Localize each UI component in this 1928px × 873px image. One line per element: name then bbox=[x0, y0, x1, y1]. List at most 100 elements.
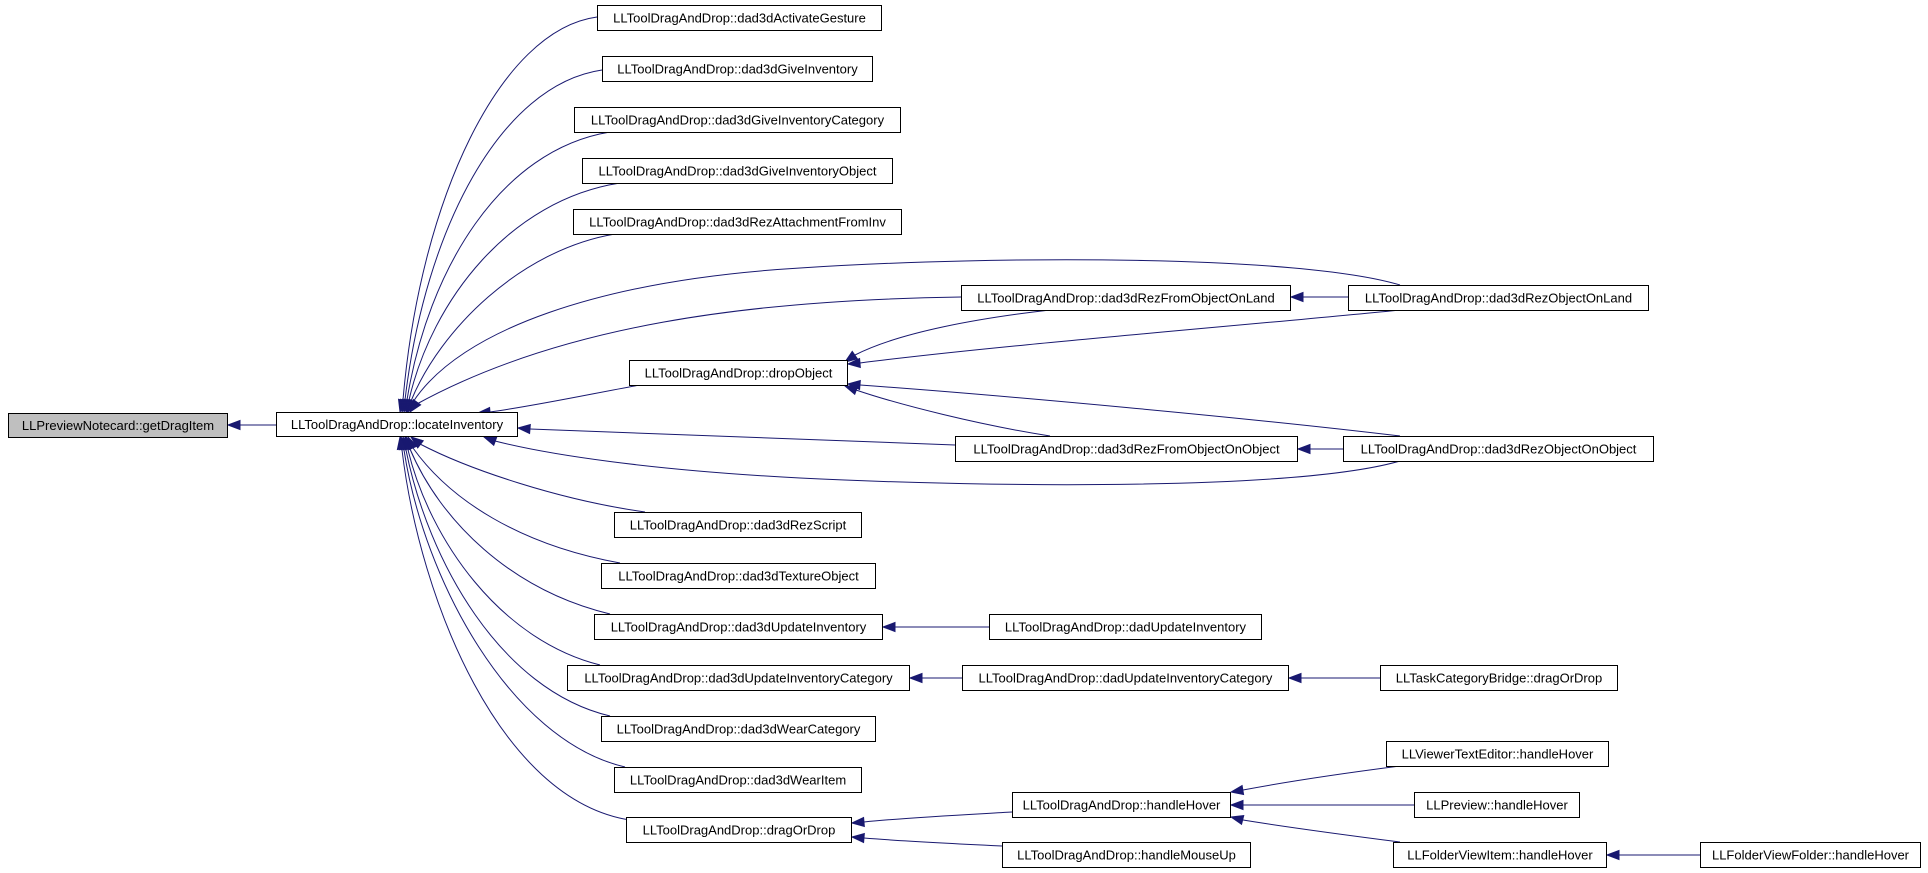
edge-dad3dRezFromObjectOnLand-to-dropObject bbox=[843, 309, 1051, 363]
node-box[interactable] bbox=[601, 563, 876, 589]
edge-handleMouseUp-to-dragOrDrop bbox=[850, 832, 1003, 847]
edges-layer bbox=[226, 16, 1700, 861]
node-dad3dRezObjectOnLand[interactable]: LLToolDragAndDrop::dad3dRezObjectOnLand bbox=[1348, 285, 1649, 311]
edge-line bbox=[855, 389, 1051, 437]
node-dad3dActivateGesture[interactable]: LLToolDragAndDrop::dad3dActivateGesture bbox=[597, 5, 882, 31]
edge-connector bbox=[414, 401, 418, 406]
node-label: LLFolderViewItem::handleHover bbox=[1407, 848, 1593, 863]
node-label: LLToolDragAndDrop::handleMouseUp bbox=[1017, 848, 1236, 863]
node-box[interactable] bbox=[1348, 285, 1649, 311]
node-dad3dRezAttachmentFromInv[interactable]: LLToolDragAndDrop::dad3dRezAttachmentFro… bbox=[573, 209, 902, 235]
node-handleHover[interactable]: LLToolDragAndDrop::handleHover bbox=[1012, 792, 1231, 818]
node-box[interactable] bbox=[573, 209, 902, 235]
node-box[interactable] bbox=[629, 360, 848, 386]
node-box[interactable] bbox=[614, 767, 862, 793]
node-folderViewFolderHover[interactable]: LLFolderViewFolder::handleHover bbox=[1700, 842, 1921, 868]
edge-dad3dRezObjectOnObject-to-dropObject bbox=[846, 379, 1401, 437]
node-label: LLToolDragAndDrop::dadUpdateInventoryCat… bbox=[979, 671, 1273, 686]
node-label: LLToolDragAndDrop::dad3dRezAttachmentFro… bbox=[589, 215, 886, 230]
node-label: LLToolDragAndDrop::dad3dRezScript bbox=[630, 518, 847, 533]
node-dadUpdateInventory[interactable]: LLToolDragAndDrop::dadUpdateInventory bbox=[989, 614, 1262, 640]
node-dad3dTextureObject[interactable]: LLToolDragAndDrop::dad3dTextureObject bbox=[601, 563, 876, 589]
node-label: LLFolderViewFolder::handleHover bbox=[1712, 848, 1910, 863]
node-dadUpdateInventoryCategory[interactable]: LLToolDragAndDrop::dadUpdateInventoryCat… bbox=[962, 665, 1289, 691]
node-dad3dGiveInventoryCategory[interactable]: LLToolDragAndDrop::dad3dGiveInventoryCat… bbox=[574, 107, 901, 133]
node-dad3dGiveInventory[interactable]: LLToolDragAndDrop::dad3dGiveInventory bbox=[602, 56, 873, 82]
node-folderViewItemHover[interactable]: LLFolderViewItem::handleHover bbox=[1393, 842, 1607, 868]
edge-line bbox=[410, 233, 616, 402]
node-box[interactable] bbox=[1386, 741, 1609, 767]
node-box[interactable] bbox=[989, 614, 1262, 640]
node-dad3dUpdateInventoryCategory[interactable]: LLToolDragAndDrop::dad3dUpdateInventoryC… bbox=[567, 665, 910, 691]
node-locateInventory[interactable]: LLToolDragAndDrop::locateInventory bbox=[276, 412, 518, 437]
node-handleMouseUp[interactable]: LLToolDragAndDrop::handleMouseUp bbox=[1002, 842, 1251, 868]
arrowhead bbox=[1296, 443, 1311, 455]
arrowhead bbox=[908, 672, 923, 684]
edge-line bbox=[1242, 819, 1401, 843]
node-box[interactable] bbox=[594, 614, 883, 640]
node-box[interactable] bbox=[1343, 436, 1654, 462]
node-viewerTextEditorHover[interactable]: LLViewerTextEditor::handleHover bbox=[1386, 741, 1609, 767]
arrowhead bbox=[850, 832, 865, 844]
edge-dad3dRezObjectOnLand-to-dropObject bbox=[846, 309, 1401, 369]
node-box[interactable] bbox=[276, 412, 518, 437]
node-label: LLToolDragAndDrop::dad3dActivateGesture bbox=[613, 11, 866, 26]
node-taskDragOrDrop[interactable]: LLTaskCategoryBridge::dragOrDrop bbox=[1380, 665, 1618, 691]
edge-dad3dRezFromObjectOnObject-to-locateInventory bbox=[516, 423, 956, 446]
node-previewHover[interactable]: LLPreview::handleHover bbox=[1414, 792, 1580, 818]
arrowhead bbox=[516, 423, 531, 435]
edge-line bbox=[494, 440, 1401, 486]
arrowhead bbox=[1229, 784, 1245, 796]
node-box[interactable] bbox=[1012, 792, 1231, 818]
node-label: LLToolDragAndDrop::dad3dRezFromObjectOnO… bbox=[973, 442, 1280, 457]
edge-dad3dRezObjectOnObject-to-dad3dRezFromObjectOnObject bbox=[1296, 443, 1343, 455]
node-box[interactable] bbox=[1380, 665, 1618, 691]
edge-line bbox=[863, 837, 1003, 847]
node-box[interactable] bbox=[962, 665, 1289, 691]
node-getDragItem[interactable]: LLPreviewNotecard::getDragItem bbox=[8, 413, 228, 438]
node-box[interactable] bbox=[1414, 792, 1580, 818]
node-label: LLToolDragAndDrop::dad3dWearItem bbox=[630, 773, 846, 788]
node-box[interactable] bbox=[1393, 842, 1607, 868]
node-dad3dUpdateInventory[interactable]: LLToolDragAndDrop::dad3dUpdateInventory bbox=[594, 614, 883, 640]
edge-line bbox=[1242, 765, 1401, 791]
node-dropObject[interactable]: LLToolDragAndDrop::dropObject bbox=[629, 360, 848, 386]
edge-dadUpdateInventoryCategory-to-dad3dUpdateInventoryCategory bbox=[908, 672, 962, 684]
arrowhead bbox=[846, 357, 861, 369]
node-box[interactable] bbox=[626, 817, 852, 843]
node-dragOrDrop[interactable]: LLToolDragAndDrop::dragOrDrop bbox=[626, 817, 852, 843]
edge-dad3dRezFromObjectOnObject-to-dropObject bbox=[843, 385, 1051, 437]
node-box[interactable] bbox=[582, 158, 893, 184]
arrowhead bbox=[482, 436, 498, 447]
node-box[interactable] bbox=[597, 5, 882, 31]
arrowhead bbox=[1605, 849, 1620, 861]
node-dad3dRezObjectOnObject[interactable]: LLToolDragAndDrop::dad3dRezObjectOnObjec… bbox=[1343, 436, 1654, 462]
node-label: LLTaskCategoryBridge::dragOrDrop bbox=[1396, 671, 1602, 686]
node-dad3dWearItem[interactable]: LLToolDragAndDrop::dad3dWearItem bbox=[614, 767, 862, 793]
node-dad3dRezFromObjectOnObject[interactable]: LLToolDragAndDrop::dad3dRezFromObjectOnO… bbox=[955, 436, 1298, 462]
edge-folderViewFolderHover-to-folderViewItemHover bbox=[1605, 849, 1700, 861]
node-label: LLToolDragAndDrop::dad3dRezObjectOnLand bbox=[1365, 291, 1632, 306]
node-dad3dGiveInventoryObject[interactable]: LLToolDragAndDrop::dad3dGiveInventoryObj… bbox=[582, 158, 893, 184]
node-label: LLToolDragAndDrop::dad3dRezObjectOnObjec… bbox=[1361, 442, 1637, 457]
node-dad3dRezFromObjectOnLand[interactable]: LLToolDragAndDrop::dad3dRezFromObjectOnL… bbox=[961, 285, 1291, 311]
node-box[interactable] bbox=[614, 512, 862, 538]
edge-line bbox=[489, 384, 641, 413]
node-box[interactable] bbox=[8, 413, 228, 438]
node-box[interactable] bbox=[1700, 842, 1921, 868]
node-box[interactable] bbox=[574, 107, 901, 133]
node-box[interactable] bbox=[961, 285, 1291, 311]
node-dad3dRezScript[interactable]: LLToolDragAndDrop::dad3dRezScript bbox=[614, 512, 862, 538]
node-box[interactable] bbox=[955, 436, 1298, 462]
node-box[interactable] bbox=[601, 716, 876, 742]
arrowhead bbox=[1289, 291, 1304, 303]
node-box[interactable] bbox=[1002, 842, 1251, 868]
node-dad3dWearCategory[interactable]: LLToolDragAndDrop::dad3dWearCategory bbox=[601, 716, 876, 742]
edge-line bbox=[403, 449, 626, 768]
edge-dad3dActivateGesture-to-locateInventory bbox=[397, 16, 598, 414]
edge-line bbox=[405, 449, 611, 717]
node-box[interactable] bbox=[602, 56, 873, 82]
edge-dad3dRezFromObjectOnLand-to-locateInventory bbox=[409, 296, 962, 414]
node-box[interactable] bbox=[567, 665, 910, 691]
node-label: LLPreview::handleHover bbox=[1426, 798, 1568, 813]
